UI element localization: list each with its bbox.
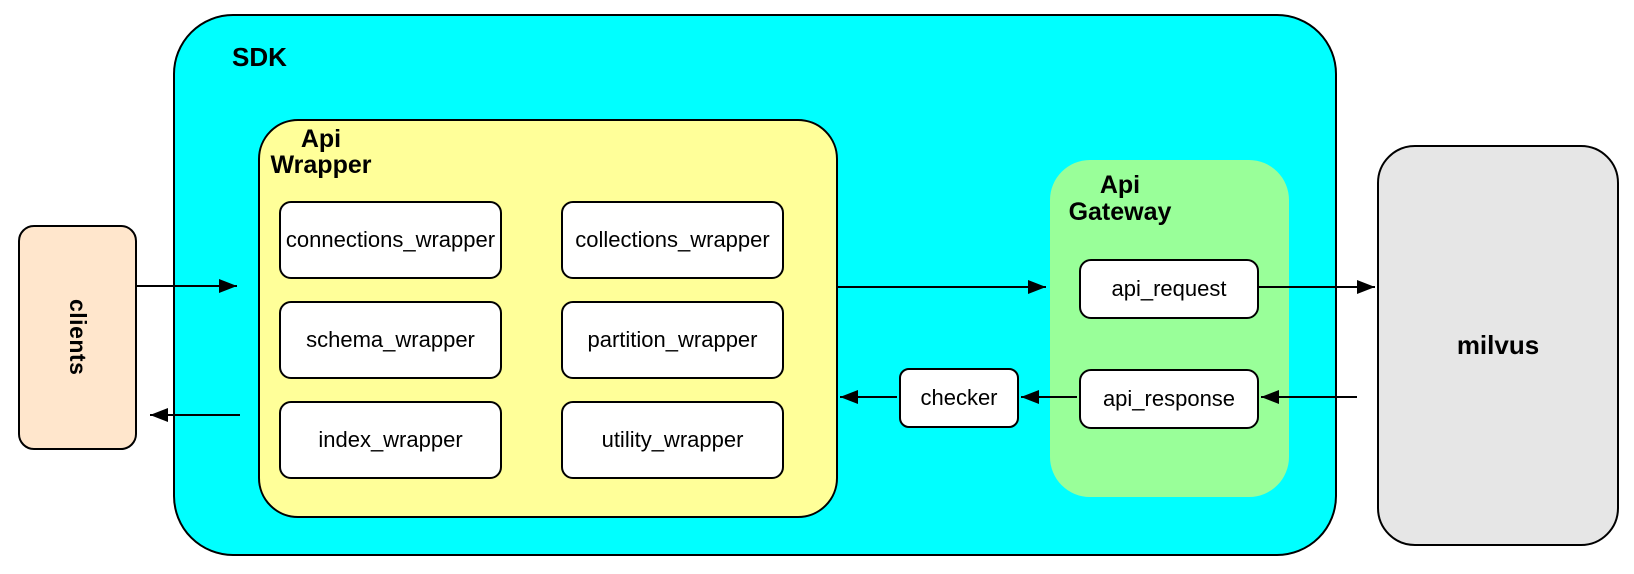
node-schema-wrapper-label: schema_wrapper (306, 327, 475, 352)
node-checker-label: checker (920, 385, 998, 410)
node-connections-wrapper-label: connections_wrapper (285, 227, 496, 252)
node-collections-wrapper-label: collections_wrapper (575, 227, 770, 252)
node-index-wrapper: index_wrapper (279, 401, 502, 479)
node-api-response-label: api_response (1102, 386, 1236, 411)
node-schema-wrapper: schema_wrapper (279, 301, 502, 379)
node-checker: checker (899, 368, 1019, 428)
node-clients-label: clients (65, 299, 91, 376)
container-api-gateway-label: Api Gateway (1068, 171, 1172, 226)
node-api-request: api_request (1079, 259, 1259, 319)
node-connections-wrapper: connections_wrapper (279, 201, 502, 279)
node-index-wrapper-label: index_wrapper (318, 427, 463, 452)
node-clients: clients (18, 225, 137, 450)
node-partition-wrapper-label: partition_wrapper (587, 327, 758, 352)
node-api-request-label: api_request (1111, 276, 1227, 301)
node-milvus-label: milvus (1456, 330, 1540, 360)
node-partition-wrapper: partition_wrapper (561, 301, 784, 379)
container-api-wrapper-label: Api Wrapper (270, 125, 372, 179)
node-utility-wrapper-label: utility_wrapper (601, 427, 744, 452)
container-api-gateway: Api Gateway api_request api_response (1050, 160, 1289, 497)
container-sdk-label: SDK (232, 42, 287, 72)
container-api-wrapper: Api Wrapper connections_wrapper collecti… (258, 119, 838, 518)
container-sdk: SDK Api Wrapper connections_wrapper coll… (173, 14, 1337, 556)
node-utility-wrapper: utility_wrapper (561, 401, 784, 479)
node-milvus: milvus (1377, 145, 1619, 546)
node-collections-wrapper: collections_wrapper (561, 201, 784, 279)
node-api-response: api_response (1079, 369, 1259, 429)
